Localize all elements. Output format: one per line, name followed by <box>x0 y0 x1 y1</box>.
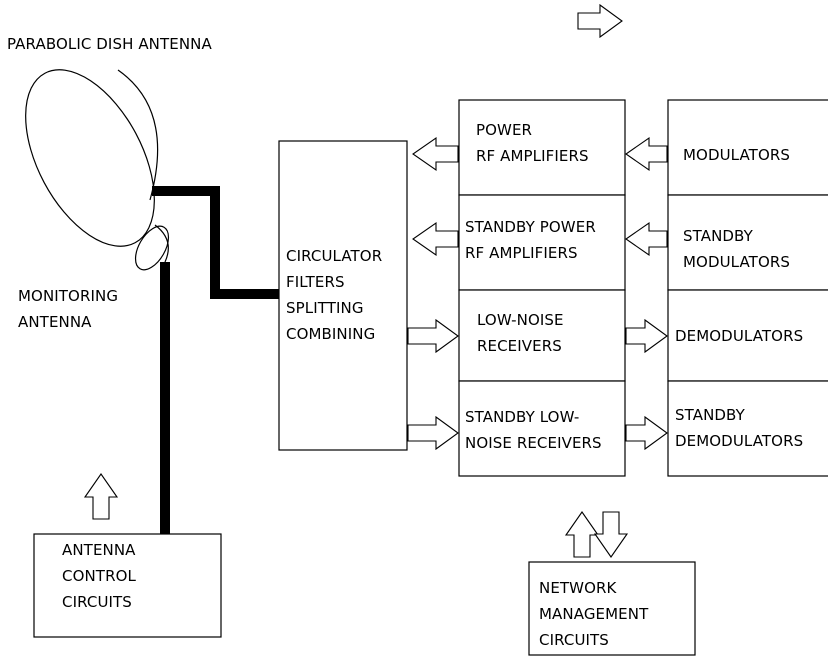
arrow-down-network-icon <box>593 511 629 558</box>
arrow-to-demodulators-icon <box>625 318 668 354</box>
arrow-to-low-noise-icon <box>407 318 459 354</box>
antenna-control-label: ANTENNA CONTROL CIRCUITS <box>62 541 136 611</box>
arrow-to-circulator-1-icon <box>412 136 459 172</box>
arrow-to-standby-low-noise-icon <box>407 415 459 451</box>
circulator-box <box>278 140 408 451</box>
parabolic-dish-icon <box>25 69 159 247</box>
low-noise-receivers-label: LOW-NOISE RECEIVERS <box>477 311 564 355</box>
arrow-from-standby-modulators-icon <box>625 221 668 257</box>
network-management-box <box>528 561 696 656</box>
monitoring-antenna-label: MONITORING ANTENNA <box>18 287 119 331</box>
arrow-to-circulator-2-icon <box>412 221 459 257</box>
arrow-from-modulators-icon <box>625 136 668 172</box>
standby-modulators-box <box>667 194 828 291</box>
standby-power-rf-amplifiers-label: STANDBY POWER RF AMPLIFIERS <box>465 218 596 262</box>
arrow-to-standby-demodulators-icon <box>625 415 668 451</box>
demodulators-box <box>667 289 828 382</box>
low-noise-receivers-box <box>458 289 626 382</box>
standby-low-noise-receivers-box <box>458 380 626 477</box>
standby-modulators-label: STANDBY MODULATORS <box>683 227 790 271</box>
antenna-control-box <box>33 533 222 638</box>
arrow-up-network-icon <box>564 511 600 558</box>
standby-low-noise-receivers-label: STANDBY LOW- NOISE RECEIVERS <box>465 408 602 452</box>
standby-demodulators-box <box>667 380 828 477</box>
circulator-label: CIRCULATOR FILTERS SPLITTING COMBINING <box>286 247 383 343</box>
modulators-box <box>667 99 828 196</box>
title-parabolic-dish-antenna: PARABOLIC DISH ANTENNA <box>7 35 212 53</box>
dish-feed-cable <box>152 186 281 299</box>
monitoring-antenna-icon <box>134 224 170 271</box>
network-management-label: NETWORK MANAGEMENT CIRCUITS <box>539 579 649 649</box>
standby-demodulators-label: STANDBY DEMODULATORS <box>675 406 804 450</box>
power-rf-amplifiers-label: POWER RF AMPLIFIERS <box>476 121 589 165</box>
power-rf-amplifiers-box <box>458 99 626 196</box>
arrow-up-antenna-control-icon <box>83 473 119 520</box>
legend-arrow-right-icon <box>577 3 623 39</box>
demodulators-label: DEMODULATORS <box>675 327 804 345</box>
modulators-label: MODULATORS <box>683 146 790 164</box>
